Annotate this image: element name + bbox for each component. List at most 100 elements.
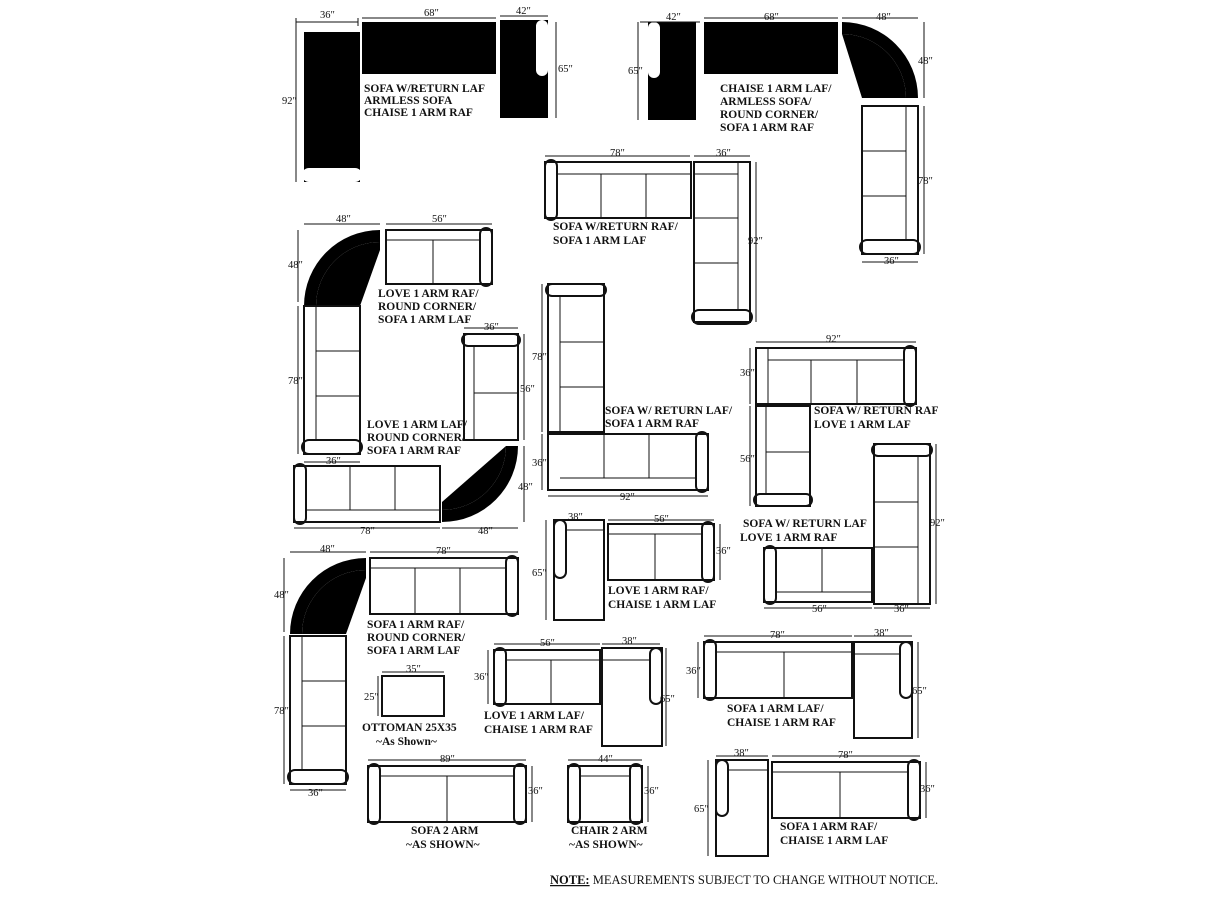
- dim-label: 48″: [478, 526, 493, 537]
- dim-label: 65″: [628, 66, 643, 77]
- dim-label: 56″: [812, 604, 827, 615]
- dimension-lines-g8: [764, 444, 937, 609]
- dimension-lines-g14: [368, 759, 533, 822]
- config-sofa-raf-chaise-laf: [715, 759, 921, 857]
- config-label: SOFA W/ RETURN LAF: [743, 518, 867, 530]
- dim-label: 92″: [748, 236, 763, 247]
- dim-label: 36″: [716, 148, 731, 159]
- dim-label: 65″: [532, 568, 547, 579]
- config-label: ROUND CORNER/: [367, 432, 466, 444]
- dim-label: 65″: [660, 694, 675, 705]
- dim-label: 56″: [540, 638, 555, 649]
- dim-label: 48″: [336, 214, 351, 225]
- dim-label: 78″: [838, 750, 853, 761]
- config-label: SOFA W/RETURN LAF: [364, 83, 485, 95]
- config-label: LOVE 1 ARM LAF: [814, 419, 911, 431]
- dim-label: 89″: [440, 754, 455, 765]
- dim-label: 78″: [288, 376, 303, 387]
- config-label: ~AS SHOWN~: [406, 839, 480, 851]
- dim-label: 78″: [274, 706, 289, 717]
- dim-label: 48″: [518, 482, 533, 493]
- dim-label: 36″: [308, 788, 323, 799]
- config-label: LOVE 1 ARM RAF: [740, 532, 837, 544]
- dim-label: 25″: [364, 692, 379, 703]
- config-sofa-laf-chaise-raf: [703, 639, 913, 739]
- dim-label: 36″: [686, 666, 701, 677]
- dim-label: 42″: [516, 6, 531, 17]
- config-sofa-return-raf-love: [753, 345, 917, 507]
- config-label: SOFA 1 ARM LAF: [367, 645, 460, 657]
- dim-label: 48″: [876, 12, 891, 23]
- dimension-lines-g10: [283, 551, 518, 791]
- note-prefix: NOTE:: [550, 873, 590, 887]
- config-label: SOFA 1 ARM RAF: [605, 418, 699, 430]
- dimension-lines-g15: [568, 759, 649, 822]
- config-label: SOFA W/ RETURN LAF/: [605, 405, 733, 417]
- dim-label: 36″: [884, 256, 899, 267]
- config-label: ~As Shown~: [376, 736, 437, 748]
- dim-label: 78″: [532, 352, 547, 363]
- dimension-lines-g13: [697, 635, 919, 738]
- dim-label: 68″: [424, 8, 439, 19]
- dim-label: 44″: [598, 754, 613, 765]
- dim-label: 36″: [326, 456, 341, 467]
- dim-label: 36″: [920, 784, 935, 795]
- dim-label: 38″: [568, 512, 583, 523]
- config-label: LOVE 1 ARM RAF/: [608, 585, 709, 597]
- dim-label: 36″: [894, 604, 909, 615]
- dimension-lines-g3: [545, 155, 757, 322]
- config-label: OTTOMAN 25X35: [362, 722, 457, 734]
- config-label: ROUND CORNER/: [378, 301, 477, 313]
- dim-label: 38″: [734, 748, 749, 759]
- note-text: MEASUREMENTS SUBJECT TO CHANGE WITHOUT N…: [590, 873, 939, 887]
- dim-label: 36″: [716, 546, 731, 557]
- dim-label: 36″: [644, 786, 659, 797]
- config-label: ARMLESS SOFA: [364, 95, 453, 107]
- dimension-lines-g12: [487, 643, 667, 746]
- config-label: CHAISE 1 ARM RAF: [364, 107, 473, 119]
- dim-label: 36″: [484, 322, 499, 333]
- dim-label: 78″: [770, 630, 785, 641]
- ottoman: [381, 675, 445, 717]
- config-label: SOFA 1 ARM LAF: [378, 314, 471, 326]
- dim-label: 56″: [520, 384, 535, 395]
- dim-label: 36″: [528, 786, 543, 797]
- dim-label: 38″: [622, 636, 637, 647]
- dim-label: 48″: [288, 260, 303, 271]
- config-label: SOFA 1 ARM RAF: [367, 445, 461, 457]
- dimension-lines-g4: [297, 223, 492, 463]
- dimension-lines-g1: [295, 15, 557, 182]
- dimension-lines-g5: [294, 327, 525, 529]
- dim-label: 78″: [610, 148, 625, 159]
- config-label: SOFA W/ RETURN RAF: [814, 405, 939, 417]
- dim-label: 68″: [764, 12, 779, 23]
- config-label: CHAISE 1 ARM LAF/: [720, 83, 832, 95]
- config-label: LOVE 1 ARM LAF/: [484, 710, 585, 722]
- dim-label: 56″: [740, 454, 755, 465]
- config-label: CHAISE 1 ARM LAF: [608, 599, 716, 611]
- dimension-lines-g7: [749, 341, 916, 506]
- dim-label: 42″: [666, 12, 681, 23]
- dim-label: 56″: [432, 214, 447, 225]
- config-label: LOVE 1 ARM LAF/: [367, 419, 468, 431]
- dim-label: 92″: [826, 334, 841, 345]
- dim-label: 36″: [320, 10, 335, 21]
- config-label: SOFA 1 ARM LAF/: [727, 703, 824, 715]
- dim-label: 65″: [558, 64, 573, 75]
- config-label: CHAISE 1 ARM RAF: [727, 717, 836, 729]
- config-sofa-return-raf: [544, 159, 753, 325]
- dim-label: 35″: [406, 664, 421, 675]
- dimension-lines-g2: [637, 17, 925, 263]
- dim-label: 56″: [654, 514, 669, 525]
- config-label: SOFA 1 ARM RAF/: [780, 821, 878, 833]
- config-label: CHAIR 2 ARM: [571, 825, 648, 837]
- config-label: ARMLESS SOFA/: [720, 96, 812, 108]
- dim-label: 48″: [918, 56, 933, 67]
- config-sofa-return-laf-2: [545, 283, 709, 493]
- dim-label: 78″: [360, 526, 375, 537]
- dimension-lines-g16: [707, 755, 927, 856]
- dim-label: 48″: [320, 544, 335, 555]
- config-label: ROUND CORNER/: [367, 632, 466, 644]
- config-label: SOFA 1 ARM LAF: [553, 235, 646, 247]
